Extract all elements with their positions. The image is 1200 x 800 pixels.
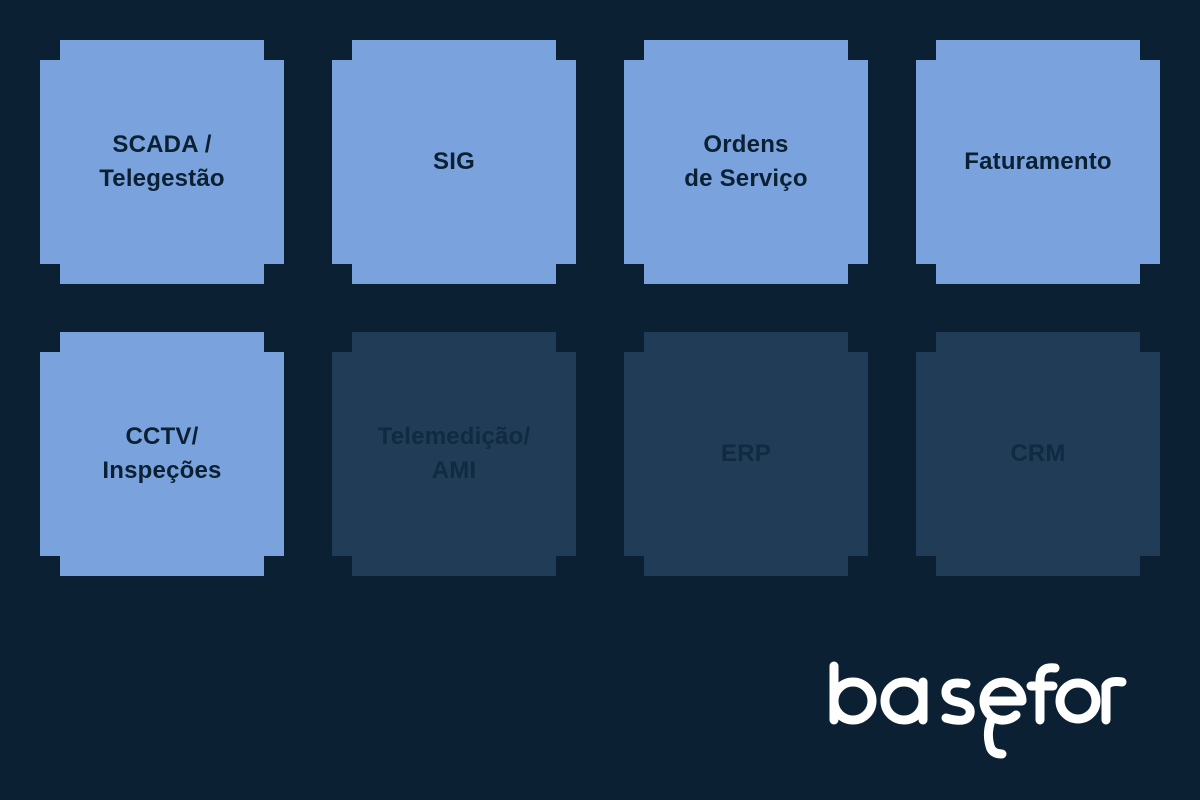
tile-sig: SIG [332,40,576,284]
tile-label: ERP [721,440,771,467]
tile-faturamento: Faturamento [916,40,1160,284]
tile-label: SCADA / Telegestão [99,131,225,192]
tile-label: CCTV/ Inspeções [102,423,222,484]
logo-text: baseform [826,758,830,760]
tile-telemedicao-ami: Telemedição/ AMI [332,332,576,576]
tile-label: SIG [433,148,475,175]
tile-ordens-de-servico: Ordens de Serviço [624,40,868,284]
baseform-logo: baseform [826,661,1127,760]
tile-label: Faturamento [964,148,1112,175]
tile-label: CRM [1010,440,1066,467]
tile-cctv-inspecoes: CCTV/ Inspeções [40,332,284,576]
tile-label: Ordens de Serviço [684,131,808,192]
tile-scada-telegestao: SCADA / Telegestão [40,40,284,284]
tile-crm: CRM [916,332,1160,576]
tile-erp: ERP [624,332,868,576]
tile-label: Telemedição/ AMI [377,423,531,484]
